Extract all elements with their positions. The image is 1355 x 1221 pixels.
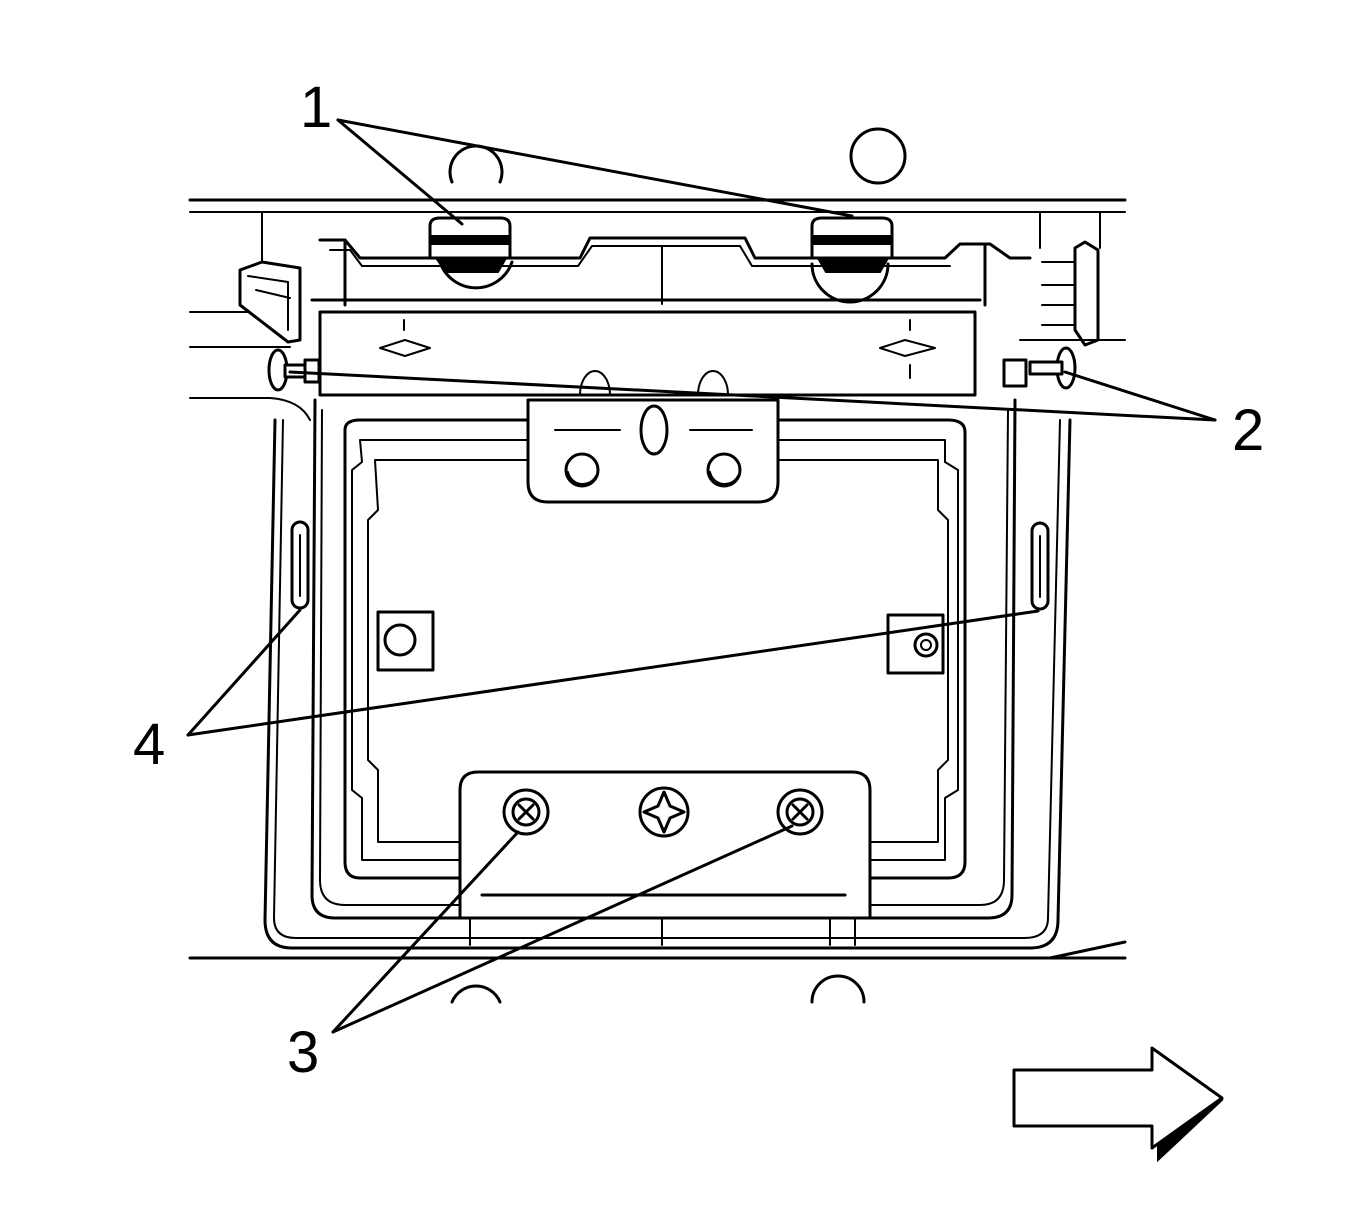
panel-holes: [448, 127, 907, 1004]
panel-rails: [188, 198, 1127, 960]
inner-bracket-plate: [343, 418, 967, 880]
lower-screw-center: [638, 786, 690, 838]
callout-1: 1: [300, 75, 332, 140]
side-slot-left: [290, 520, 310, 610]
upper-mounting-tab: [526, 398, 780, 504]
callout-2: 2: [1232, 398, 1264, 463]
callout-4: 4: [133, 712, 165, 777]
top-bracket: [318, 236, 1032, 307]
callout-3: 3: [287, 1020, 319, 1085]
lower-screw-right: [776, 788, 824, 836]
retainer-clip-left: [428, 216, 514, 290]
arrow-right-icon: [1012, 1046, 1224, 1163]
side-screw-left: [267, 348, 321, 392]
right-side-bracket: [1019, 240, 1126, 347]
left-inner-tab: [376, 610, 435, 672]
leader-lines: [186, 118, 1217, 1034]
upper-crossbar: [310, 298, 982, 397]
lower-screw-plate: [458, 770, 872, 946]
left-side-bracket: [238, 260, 302, 344]
side-slot-right: [1030, 521, 1050, 611]
side-screw-right: [1002, 346, 1077, 390]
right-inner-tab: [886, 613, 945, 675]
retainer-clip-right: [810, 216, 894, 304]
lower-screw-left: [502, 788, 550, 836]
